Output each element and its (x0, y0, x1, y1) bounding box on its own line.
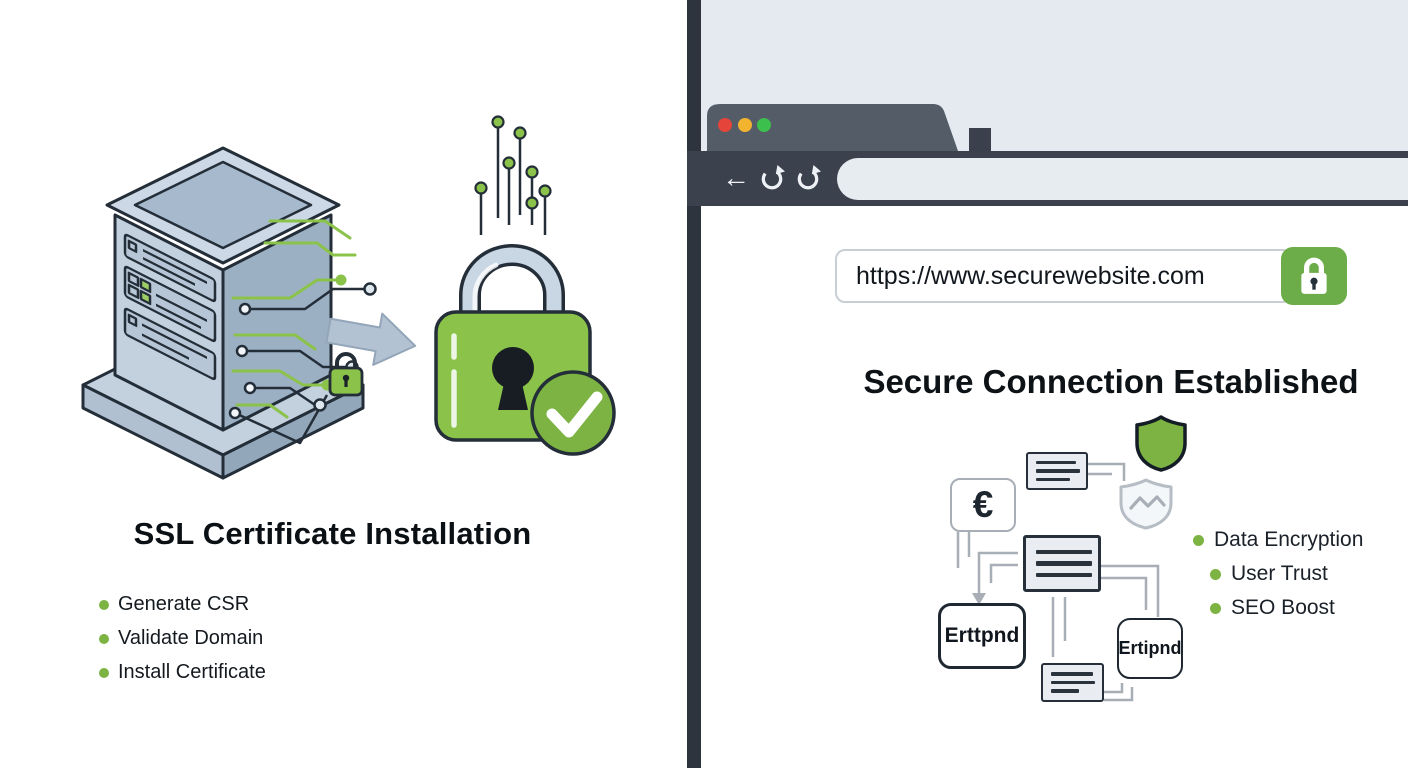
list-item: Install Certificate (99, 659, 266, 686)
refresh-icon (761, 165, 785, 190)
browser-window: ← https://www.securewebsite.com (687, 0, 1408, 768)
step-label: Install Certificate (118, 661, 266, 683)
bullet-dot-icon (99, 599, 109, 610)
browser-frame-edge (687, 0, 701, 768)
secure-connection-heading: Secure Connection Established (863, 363, 1359, 400)
reload-button-secondary[interactable] (793, 163, 823, 193)
shield-outline-icon (1119, 478, 1173, 530)
step-label: Validate Domain (118, 627, 264, 649)
list-item: Validate Domain (99, 625, 266, 652)
list-item: Generate CSR (99, 591, 266, 618)
reload-button[interactable] (757, 163, 787, 193)
currency-node: € (950, 478, 1016, 532)
minimize-window-icon[interactable] (738, 118, 752, 132)
shield-icon (1135, 415, 1187, 472)
checkmark-icon (530, 370, 616, 456)
page-title: SSL Certificate Installation (133, 516, 532, 551)
maximize-window-icon[interactable] (757, 118, 771, 132)
ssl-steps-list: Generate CSR Validate Domain Install Cer… (99, 591, 266, 686)
benefits-list: Data Encryption User Trust SEO Boost (1193, 526, 1363, 622)
close-window-icon[interactable] (718, 118, 732, 132)
benefit-label: Data Encryption (1214, 528, 1364, 551)
browser-page-content: https://www.securewebsite.com Secure Con… (701, 206, 1408, 768)
browser-tab[interactable] (707, 103, 997, 151)
server-to-lock-illustration (81, 115, 616, 480)
secure-flow-diagram: € Erttpnd Ertipnd (911, 405, 1211, 715)
bullet-dot-icon (1210, 602, 1221, 614)
left-panel: SSL Certificate Installation Generate CS… (0, 0, 687, 768)
document-icon (1023, 535, 1101, 592)
bullet-dot-icon (1210, 568, 1221, 580)
url-field[interactable]: https://www.securewebsite.com (835, 249, 1287, 303)
benefit-label: SEO Boost (1231, 596, 1335, 619)
server-drive-bays (123, 233, 217, 381)
address-bar: https://www.securewebsite.com (835, 247, 1347, 305)
list-item: Data Encryption (1193, 526, 1363, 554)
back-button[interactable]: ← (721, 163, 751, 193)
benefit-label: User Trust (1231, 562, 1328, 585)
document-icon (1041, 663, 1104, 702)
small-padlock-icon (328, 352, 364, 397)
document-icon (1026, 452, 1088, 490)
bullet-dot-icon (99, 667, 109, 678)
arrow-right-icon (325, 312, 417, 366)
omnibox[interactable] (837, 158, 1408, 200)
padlock-icon (434, 244, 616, 456)
bullet-dot-icon (99, 633, 109, 644)
flow-connectors (956, 462, 1160, 702)
server-icon (81, 146, 417, 480)
padlock-icon (1301, 257, 1327, 294)
list-item: User Trust (1210, 560, 1363, 588)
browser-toolbar: ← (687, 151, 1408, 206)
lock-button[interactable] (1281, 247, 1347, 305)
euro-symbol: € (972, 484, 994, 525)
step-label: Generate CSR (118, 593, 250, 615)
bullet-dot-icon (1193, 534, 1204, 546)
list-item: SEO Boost (1210, 594, 1363, 622)
flow-label-left: Erttpnd (938, 603, 1026, 669)
refresh-icon (797, 165, 821, 190)
back-arrow-icon: ← (722, 162, 750, 193)
flow-label-right: Ertipnd (1117, 618, 1183, 679)
circuit-nodes-icon (474, 115, 552, 235)
tab-notch (969, 128, 991, 151)
